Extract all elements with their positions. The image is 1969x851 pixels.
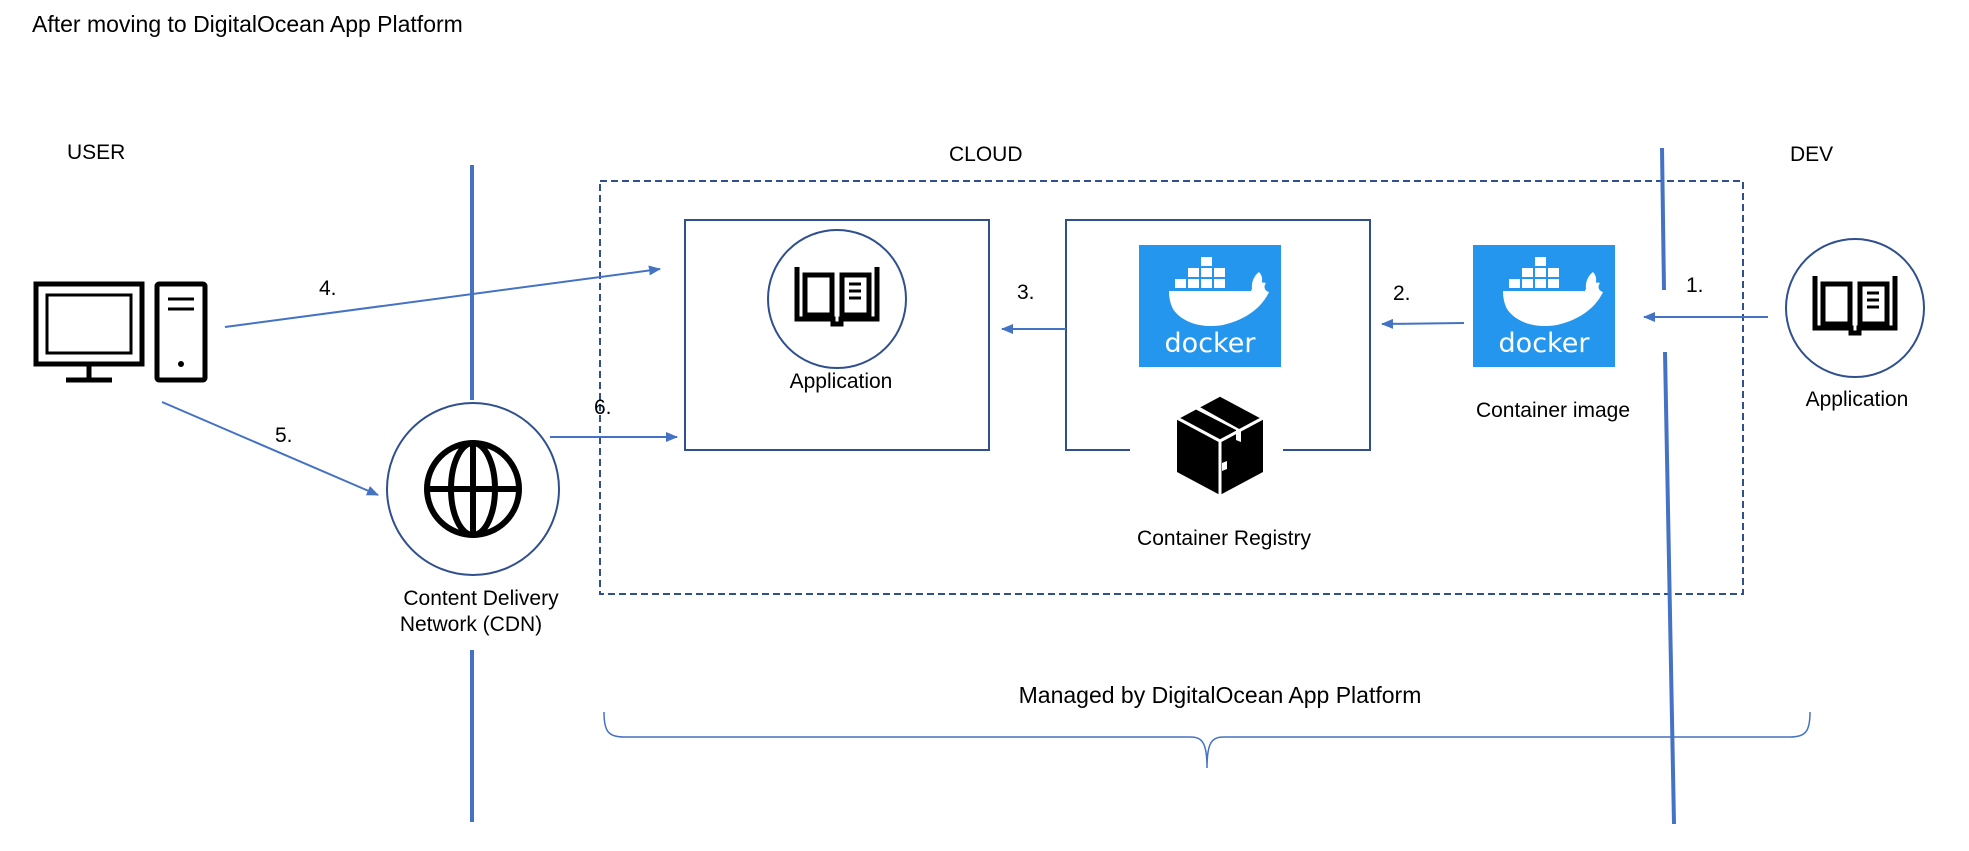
page-title: After moving to DigitalOcean App Platfor…	[32, 11, 463, 37]
managed-label: Managed by DigitalOcean App Platform	[1019, 682, 1422, 708]
cloud-application-label: Application	[790, 370, 893, 393]
package-box-icon	[1175, 393, 1265, 495]
globe-icon	[424, 440, 522, 538]
dev-application-circle	[1785, 238, 1925, 378]
step-label-3: 3.	[1017, 281, 1035, 304]
step-label-5: 5.	[275, 424, 293, 447]
container-registry-label: Container Registry	[1137, 527, 1311, 550]
container-registry-box	[1065, 219, 1371, 451]
docker-icon	[1139, 245, 1281, 367]
zone-label-dev: DEV	[1790, 143, 1833, 166]
docker-icon	[1473, 245, 1615, 367]
dev-application-label: Application	[1806, 388, 1909, 411]
cloud-application-box	[684, 219, 990, 451]
arrow-step-2	[1381, 318, 1465, 329]
arrow-step-5	[161, 401, 379, 496]
cdn-label-line2: Network (CDN)	[400, 613, 542, 636]
step-label-6: 6.	[594, 396, 612, 419]
arrow-step-4	[224, 265, 661, 328]
cloud-application-circle	[767, 229, 907, 369]
container-image-label: Container image	[1476, 399, 1630, 422]
computer-icon	[33, 281, 208, 383]
step-label-4: 4.	[319, 277, 337, 300]
managed-brace	[603, 711, 1811, 769]
cloud-boundary	[599, 180, 1744, 595]
step-label-1: 1.	[1686, 274, 1704, 297]
cloud-dev-divider-bottom	[1663, 351, 1676, 825]
cloud-dev-divider-top	[1660, 147, 1666, 291]
zone-label-cloud: CLOUD	[949, 143, 1023, 166]
step-label-2: 2.	[1393, 282, 1411, 305]
cdn-label-line1: Content Delivery	[403, 587, 559, 610]
zone-label-user: USER	[67, 141, 125, 164]
